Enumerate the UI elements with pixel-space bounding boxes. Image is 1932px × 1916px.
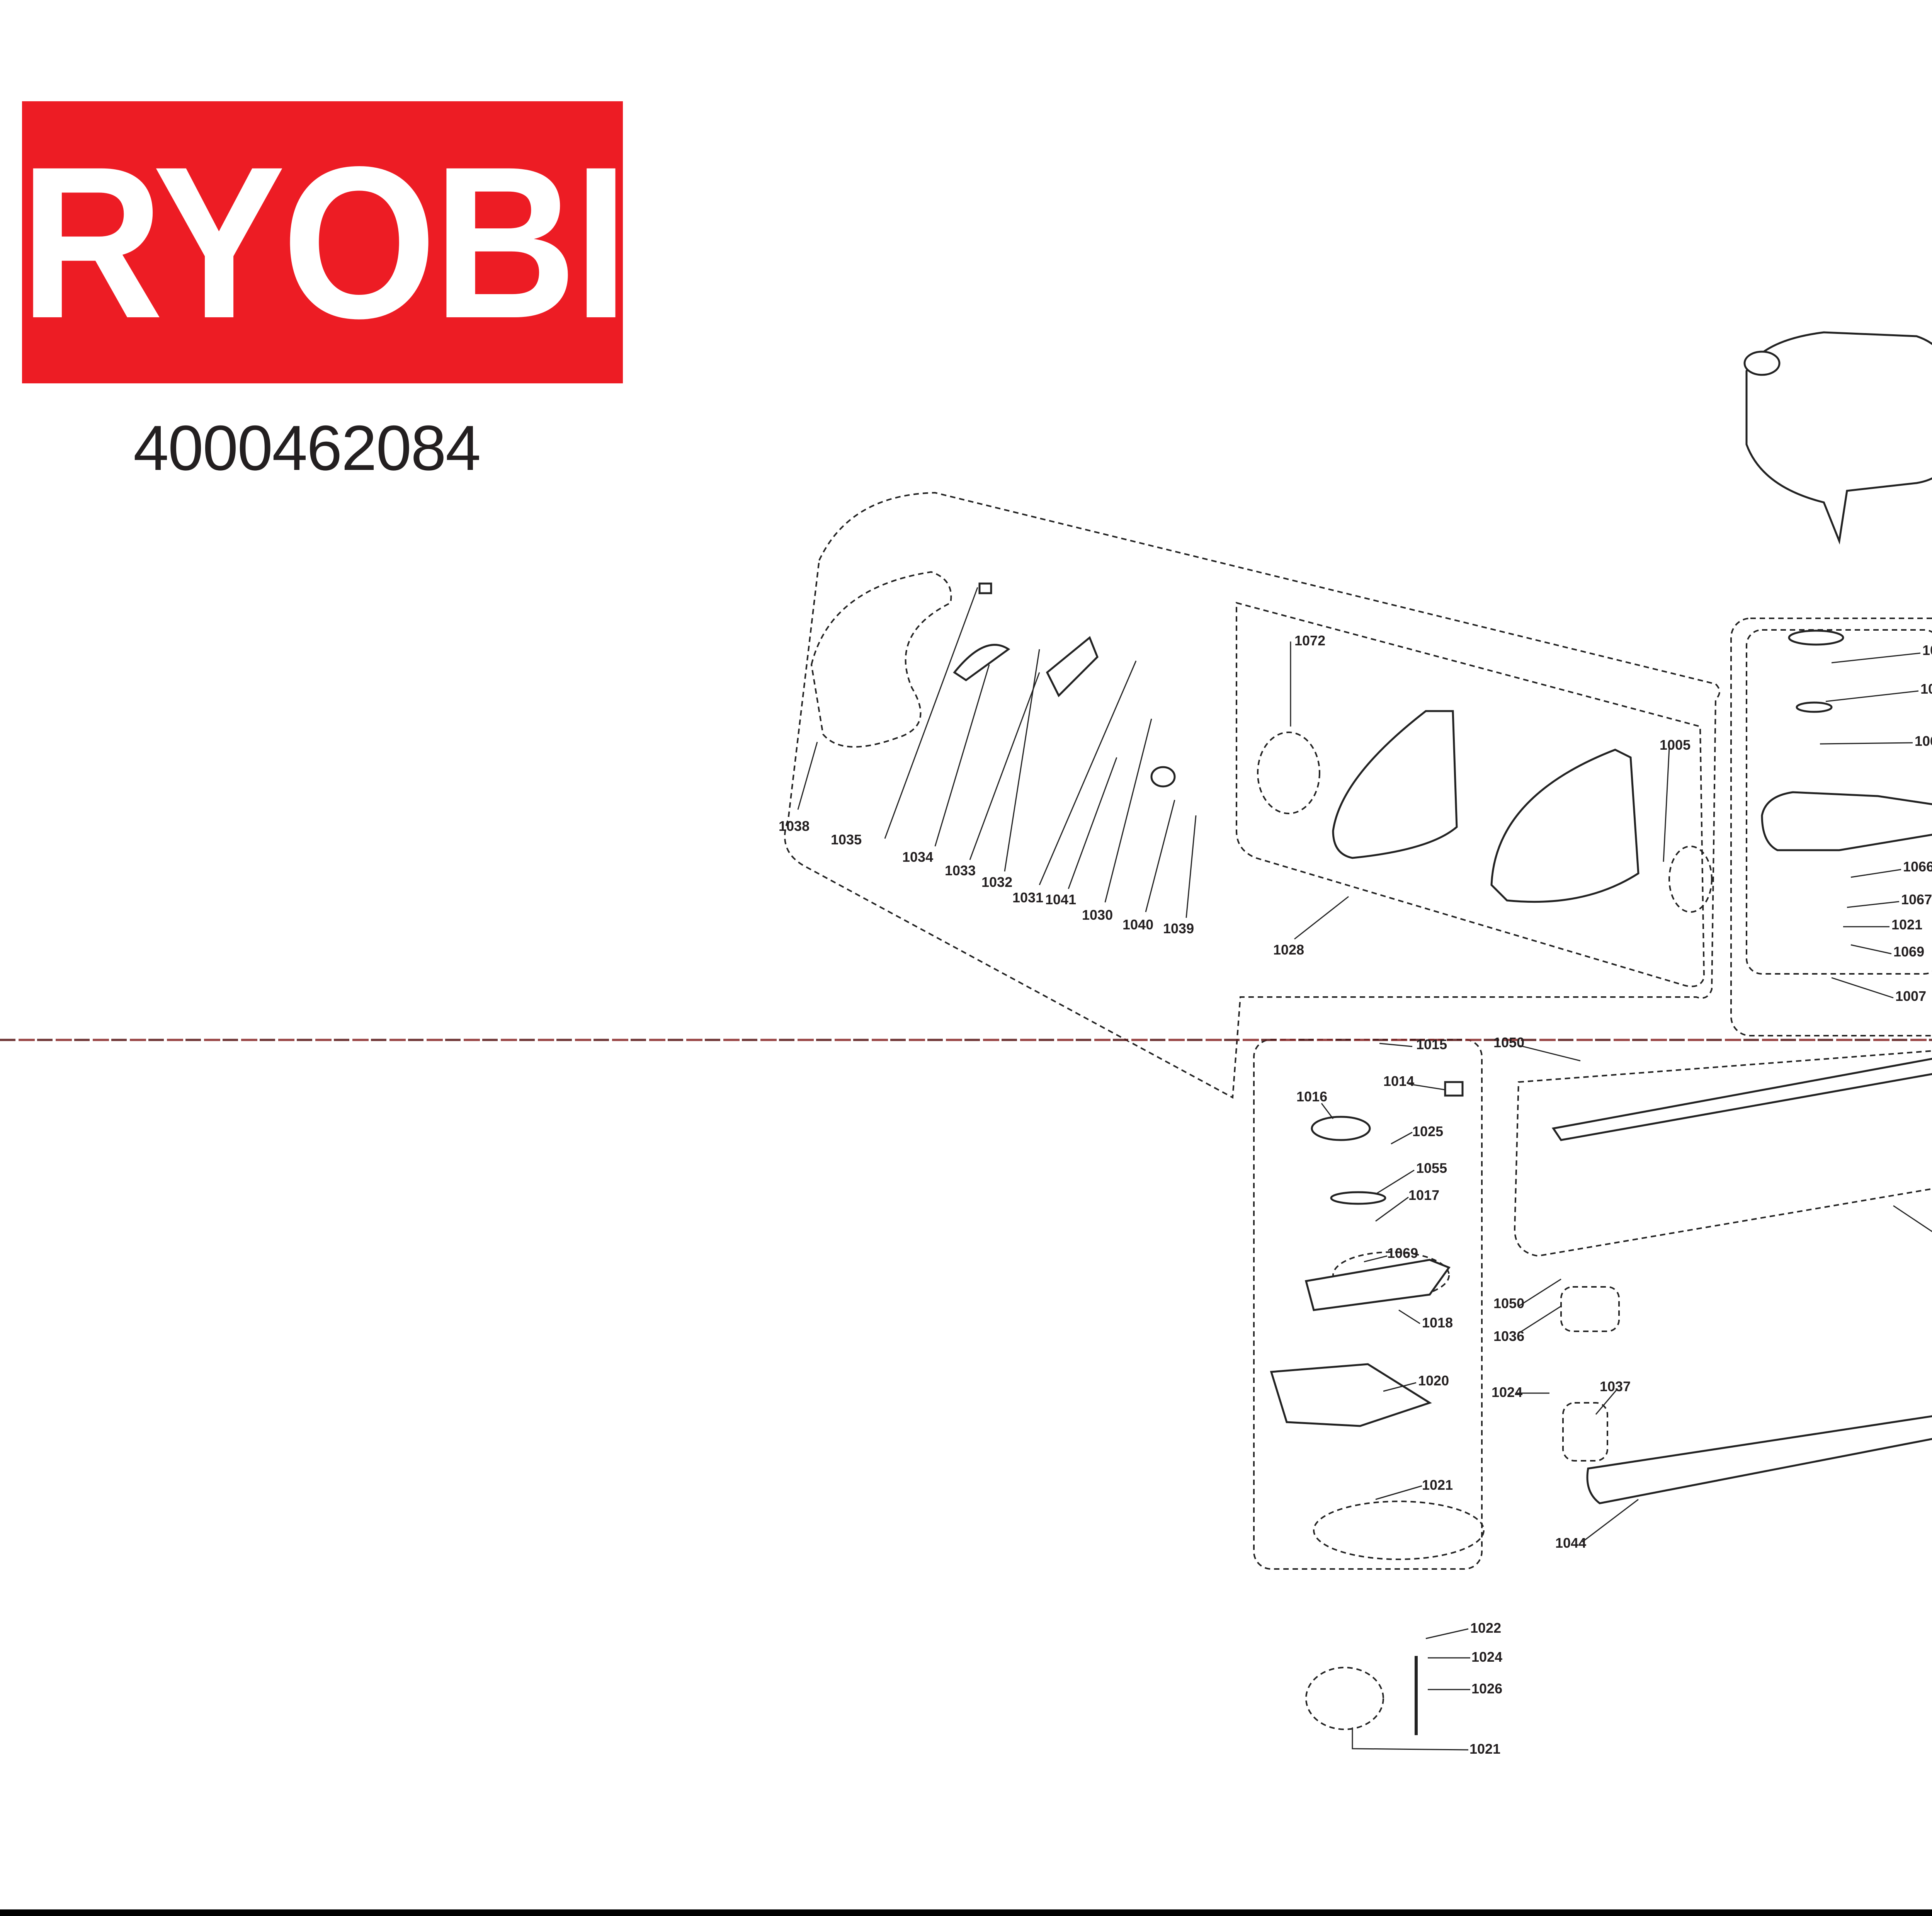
part-callout-1025: 1025 bbox=[1412, 1123, 1444, 1139]
switch-1035-shape bbox=[978, 582, 992, 594]
part-number: 4000462084 bbox=[133, 412, 481, 483]
trigger-1032-shape bbox=[1046, 636, 1099, 698]
gearbox-outer-outline bbox=[1730, 618, 1932, 1036]
gear-1016-shape bbox=[1311, 1116, 1371, 1141]
ryobi-logo: RYOBI bbox=[20, 101, 629, 383]
footer-bar bbox=[0, 1909, 1932, 1916]
part-callout-1040: 1040 bbox=[1122, 917, 1154, 932]
screw-group-1072-outline bbox=[1257, 732, 1320, 814]
handle-half-right-shape bbox=[1490, 749, 1639, 903]
part-callout-1065: 1065 bbox=[1915, 733, 1932, 749]
part-callout-1044: 1044 bbox=[1555, 1535, 1587, 1551]
button-1040-shape bbox=[1150, 766, 1176, 788]
part-callout-1024: 1024 bbox=[1471, 1649, 1503, 1665]
motor-cap-shape bbox=[1743, 351, 1781, 376]
part-callout-1030: 1030 bbox=[1082, 907, 1113, 923]
part-shapes bbox=[953, 331, 1932, 1735]
screw-group-1038-outline bbox=[810, 571, 952, 748]
plate-1055-shape bbox=[1330, 1191, 1386, 1205]
part-callout-1016: 1016 bbox=[1296, 1089, 1328, 1104]
scan-artifact-line bbox=[0, 1039, 1932, 1041]
part-callout-1050: 1050 bbox=[1493, 1035, 1525, 1050]
part-callout-1014: 1014 bbox=[1383, 1073, 1415, 1089]
screw-group-1021c-outline bbox=[1305, 1667, 1384, 1730]
lever-1034-shape bbox=[953, 644, 1010, 682]
part-callout-1034: 1034 bbox=[902, 849, 934, 865]
nut-group-1005-outline bbox=[1668, 846, 1713, 913]
gear-cover-1020-shape bbox=[1270, 1363, 1432, 1427]
part-callout-1033: 1033 bbox=[945, 863, 976, 878]
part-callout-1035: 1035 bbox=[831, 832, 862, 847]
part-callout-1069: 1069 bbox=[1387, 1245, 1418, 1261]
part-callout-1015: 1015 bbox=[1416, 1036, 1447, 1052]
handle-half-group-1028-outline bbox=[1236, 602, 1705, 987]
gear-housing-shape bbox=[1761, 791, 1932, 851]
part-callout-1072: 1072 bbox=[1294, 633, 1326, 648]
part-callout-1038: 1038 bbox=[779, 818, 810, 834]
spacer-group-1036-outline bbox=[1560, 1286, 1620, 1332]
gearbox-1007-outline bbox=[1746, 629, 1932, 975]
block-1014-shape bbox=[1444, 1081, 1464, 1097]
part-callout-1036: 1036 bbox=[1493, 1328, 1525, 1344]
part-callout-1005: 1005 bbox=[1660, 737, 1691, 753]
part-callout-1055: 1055 bbox=[1416, 1160, 1447, 1176]
screw-group-1021-outline bbox=[1313, 1501, 1485, 1560]
part-callout-1007: 1007 bbox=[1895, 988, 1927, 1004]
part-callout-1037: 1037 bbox=[1600, 1378, 1631, 1394]
part-callout-1021: 1021 bbox=[1422, 1477, 1453, 1493]
crank-plate-1018-shape bbox=[1304, 1259, 1451, 1311]
part-callout-1063: 1063 bbox=[1922, 642, 1932, 658]
group-outlines bbox=[784, 492, 1932, 1730]
part-callout-1066: 1066 bbox=[1903, 859, 1932, 875]
logo-wordmark: RYOBI bbox=[20, 121, 629, 363]
blade-1042-shape bbox=[1551, 1058, 1932, 1141]
part-callout-1024: 1024 bbox=[1492, 1384, 1523, 1400]
part-callout-1041: 1041 bbox=[1045, 892, 1077, 907]
part-callout-1028: 1028 bbox=[1273, 942, 1304, 958]
part-callout-1039: 1039 bbox=[1163, 921, 1194, 936]
part-callout-1026: 1026 bbox=[1471, 1681, 1503, 1696]
motor-unit-shape bbox=[1745, 331, 1932, 545]
part-callout-1069: 1069 bbox=[1893, 944, 1925, 960]
part-callout-1031: 1031 bbox=[1012, 890, 1044, 905]
part-callout-1032: 1032 bbox=[981, 874, 1013, 890]
part-callout-1050: 1050 bbox=[1493, 1295, 1525, 1311]
part-callout-1022: 1022 bbox=[1470, 1620, 1502, 1636]
part-callout-1067: 1067 bbox=[1901, 892, 1932, 907]
part-callout-1020: 1020 bbox=[1418, 1373, 1449, 1389]
bolt-group-1037-outline bbox=[1562, 1402, 1608, 1462]
part-callout-1064: 1064 bbox=[1920, 681, 1932, 697]
blade-guard-1044-shape bbox=[1586, 1415, 1932, 1504]
part-callout-1018: 1018 bbox=[1422, 1315, 1453, 1331]
part-callout-1021: 1021 bbox=[1469, 1741, 1501, 1757]
handle-half-left-shape bbox=[1332, 710, 1458, 859]
motor-pinion-1063-shape bbox=[1788, 630, 1844, 646]
bearing-1064-shape bbox=[1796, 701, 1833, 713]
part-callout-1021: 1021 bbox=[1891, 917, 1923, 932]
part-callout-1017: 1017 bbox=[1408, 1187, 1440, 1203]
blade-1042-outline bbox=[1514, 1050, 1932, 1257]
leader-lines bbox=[797, 587, 1932, 1751]
